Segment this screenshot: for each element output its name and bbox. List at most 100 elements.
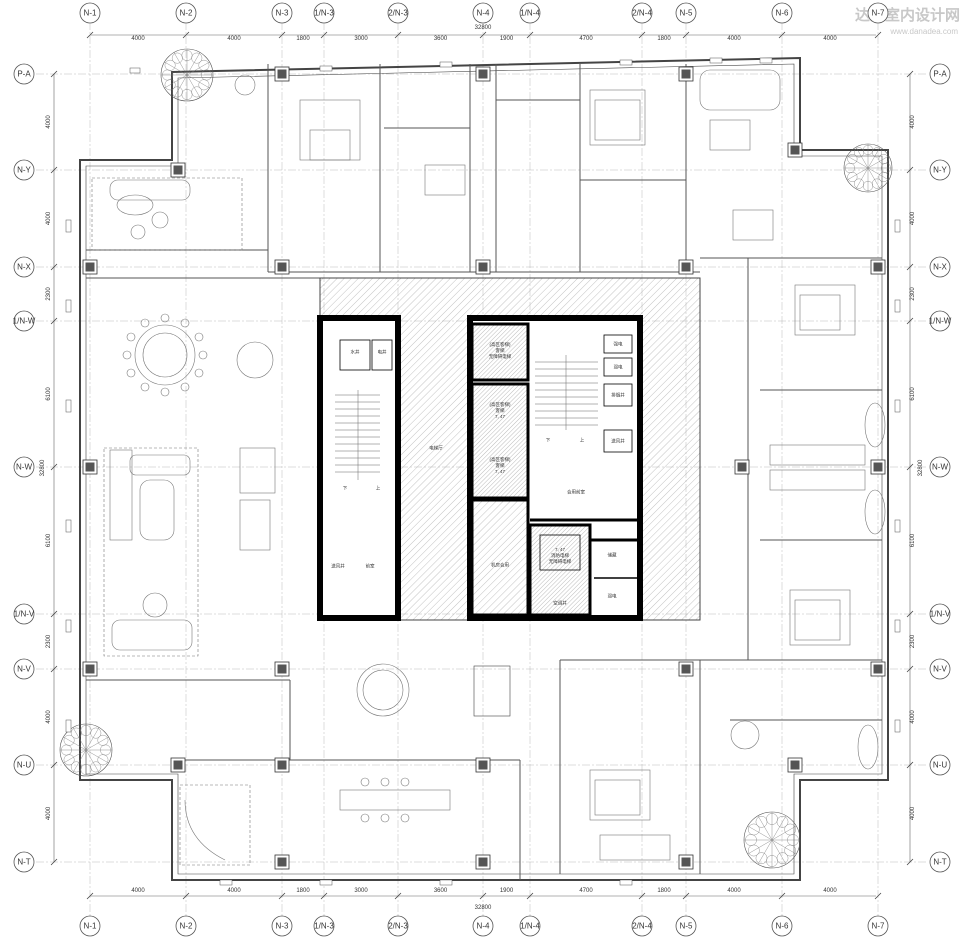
dim-bottom-9: 4000 [823,888,837,894]
dim-bottom-7: 1800 [657,888,671,894]
dim-right-2: 2300 [910,287,916,301]
svg-text:N-1: N-1 [84,922,97,931]
dim-top-6: 4700 [579,36,593,42]
dim-top-3: 3000 [354,36,368,42]
dim-left-0: 4000 [46,115,52,129]
label-smoke-exhaust-2: 送风井 [611,438,625,445]
dim-bottom-6: 4700 [579,888,593,894]
grid-bubble-left-N-Y: N-Y [13,159,35,181]
svg-text:N-Y: N-Y [933,166,947,175]
total-dim-top: 32800 [475,25,492,31]
svg-text:N-U: N-U [17,761,31,770]
dim-top-0: 4000 [131,36,145,42]
dim-bottom-1: 4000 [227,888,241,894]
grid-bubble-left-N-X: N-X [13,256,35,278]
svg-text:N-Y: N-Y [17,166,31,175]
label-lift-1: (高区客梯)客梯无障碍电梯 [489,341,512,360]
label-smoke-exhaust: 送风井 [331,563,345,570]
svg-text:N-V: N-V [17,665,31,674]
svg-text:N-5: N-5 [680,9,693,18]
grid-bubble-bottom-N-5: N-5 [675,915,697,937]
grid-bubble-top-N-4: N-4 [472,2,494,24]
grid-bubble-left-N-T: N-T [13,851,35,873]
grid-bubble-top-N-2: N-2 [175,2,197,24]
grid-bubble-bottom-2-N-4: 2/N-4 [631,915,653,937]
label-stair-down-left: 下 [343,486,348,492]
label-stair-down: 下 [546,438,551,444]
dim-right-6: 4000 [910,710,916,724]
label-front-room: 前室 [366,563,375,570]
svg-text:N-3: N-3 [276,922,289,931]
grid-bubble-bottom-N-7: N-7 [867,915,889,937]
grid-bubble-top-N-1: N-1 [79,2,101,24]
svg-text:N-6: N-6 [776,922,789,931]
total-dim-left: 32800 [40,459,46,476]
label-stair-up-left: 上 [376,485,381,491]
grid-bubble-top-2-N-4: 2/N-4 [631,2,653,24]
svg-text:N-T: N-T [17,858,30,867]
grid-bubble-top-N-6: N-6 [771,2,793,24]
dim-right-7: 4000 [910,806,916,820]
svg-text:N-X: N-X [933,263,947,272]
svg-text:N-7: N-7 [872,9,885,18]
structural-columns [82,66,886,870]
svg-text:N-X: N-X [17,263,31,272]
grid-bubble-bottom-N-4: N-4 [472,915,494,937]
svg-text:1/N-W: 1/N-W [929,317,952,326]
svg-text:N-5: N-5 [680,922,693,931]
dim-left-3: 6100 [46,387,52,401]
dim-top-5: 1900 [500,36,514,42]
grid-bubble-top-1-N-3: 1/N-3 [313,2,335,24]
watermark-url: www.danadea.com [889,27,958,36]
label-weak-2: 弱电 [614,364,623,371]
label-mech-room: 机房合用 [491,562,509,569]
svg-text:1/N-4: 1/N-4 [520,9,540,18]
dim-left-6: 4000 [46,710,52,724]
svg-text:1/N-4: 1/N-4 [520,922,540,931]
svg-text:1/N-V: 1/N-V [14,610,35,619]
dim-right-3: 6100 [910,387,916,401]
svg-text:N-4: N-4 [477,922,490,931]
label-stair-up: 上 [580,437,585,443]
grid-bubble-left-N-U: N-U [13,754,35,776]
dim-top-1: 4000 [227,36,241,42]
svg-text:N-U: N-U [933,761,947,770]
svg-text:N-V: N-V [933,665,947,674]
total-dim-bottom: 32800 [475,905,492,911]
svg-text:N-6: N-6 [776,9,789,18]
dim-left-1: 4000 [46,211,52,225]
building-envelope [79,56,889,881]
grid-bubble-bottom-N-6: N-6 [771,915,793,937]
grid-bubble-bottom-N-2: N-2 [175,915,197,937]
svg-text:N-T: N-T [933,858,946,867]
dim-right-4: 6100 [910,533,916,547]
grid-bubble-right-N-X: N-X [929,256,951,278]
svg-text:2/N-3: 2/N-3 [388,922,408,931]
dim-bottom-4: 3600 [434,888,448,894]
column-grid-bubbles: N-1N-1N-2N-2N-3N-31/N-31/N-32/N-32/N-3N-… [79,2,889,937]
svg-text:2/N-4: 2/N-4 [632,922,652,931]
total-dim-right: 32800 [918,459,924,476]
dim-bottom-0: 4000 [131,888,145,894]
label-shared-front: 合用前室 [567,489,585,496]
label-weak: 弱电 [608,593,617,600]
dim-right-0: 4000 [910,115,916,129]
dim-left-4: 6100 [46,533,52,547]
grid-bubble-left-P-A: P-A [13,63,35,85]
grid-bubble-left-N-V: N-V [13,658,35,680]
dim-top-7: 1800 [657,36,671,42]
central-core [317,277,701,621]
dim-bottom-3: 3000 [354,888,368,894]
svg-text:N-W: N-W [932,463,948,472]
label-core-corridor: 电梯厅 [429,445,443,452]
svg-text:1/N-W: 1/N-W [13,317,36,326]
svg-text:N-7: N-7 [872,922,885,931]
svg-text:1/N-3: 1/N-3 [314,922,334,931]
svg-text:2/N-4: 2/N-4 [632,9,652,18]
grid-bubble-bottom-1-N-3: 1/N-3 [313,915,335,937]
label-exhaust: 排烟井 [611,392,625,399]
